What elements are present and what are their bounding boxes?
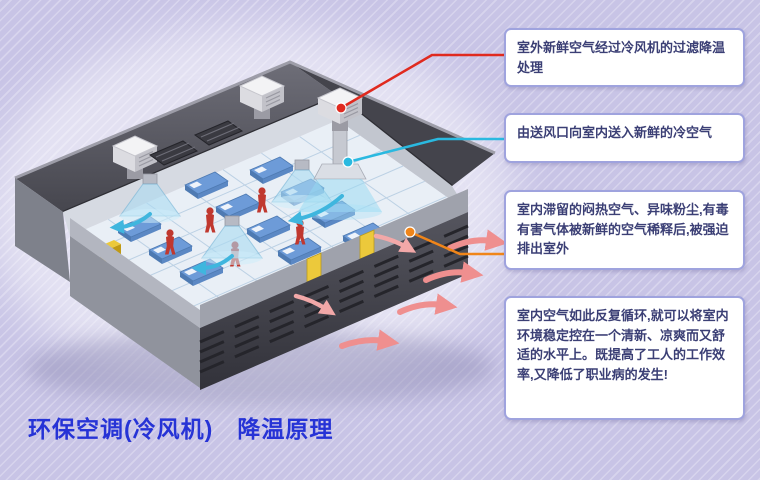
exhaust-arrow <box>339 329 400 351</box>
callout-connectors <box>335 53 507 256</box>
connector-dot-exhaust <box>404 226 416 238</box>
supply-diffuser <box>313 163 367 180</box>
callout-supply-air: 由送风口向室内送入新鲜的冷空气 <box>504 113 745 163</box>
supply-air-arrow <box>287 194 344 226</box>
connector-dot-fresh-air <box>335 102 347 114</box>
connector-line-supply-air <box>347 137 507 164</box>
exhaust-arrow <box>447 229 508 251</box>
supply-air-arrow <box>109 212 152 234</box>
indoor-exhaust-arrow <box>293 293 336 316</box>
supply-air-arrows <box>109 194 344 276</box>
exhaust-air-arrows <box>339 229 508 351</box>
right-interior-wall <box>200 189 468 328</box>
roof-skylights <box>148 120 244 166</box>
callout-circulation-benefit: 室内空气如此反复循环,就可以将室内环境稳定控在一个清新、凉爽而又舒适的水平上。既… <box>504 296 745 420</box>
callout-exhaust-air: 室内滞留的闷热空气、异味粉尘,有毒有害气体被新鲜的空气稀释后,被强迫排出室外 <box>504 190 745 270</box>
supply-air-arrow <box>191 254 234 276</box>
left-exterior-wall <box>15 178 70 282</box>
connector-line-fresh-air <box>340 53 507 110</box>
exhaust-arrow <box>423 261 484 283</box>
callout-fresh-air-intake: 室外新鲜空气经过冷风机的过滤降温处理 <box>504 28 745 87</box>
indoor-exhaust-arrow <box>373 233 417 253</box>
page-title: 环保空调(冷风机) 降温原理 <box>28 416 334 442</box>
exhaust-arrow <box>397 293 458 315</box>
indoor-exhaust-flow <box>293 233 417 316</box>
connector-dot-supply-air <box>342 156 354 168</box>
front-left-wall <box>70 218 200 388</box>
connector-line-exhaust <box>409 230 507 256</box>
interior-back-right-wall <box>338 96 468 212</box>
